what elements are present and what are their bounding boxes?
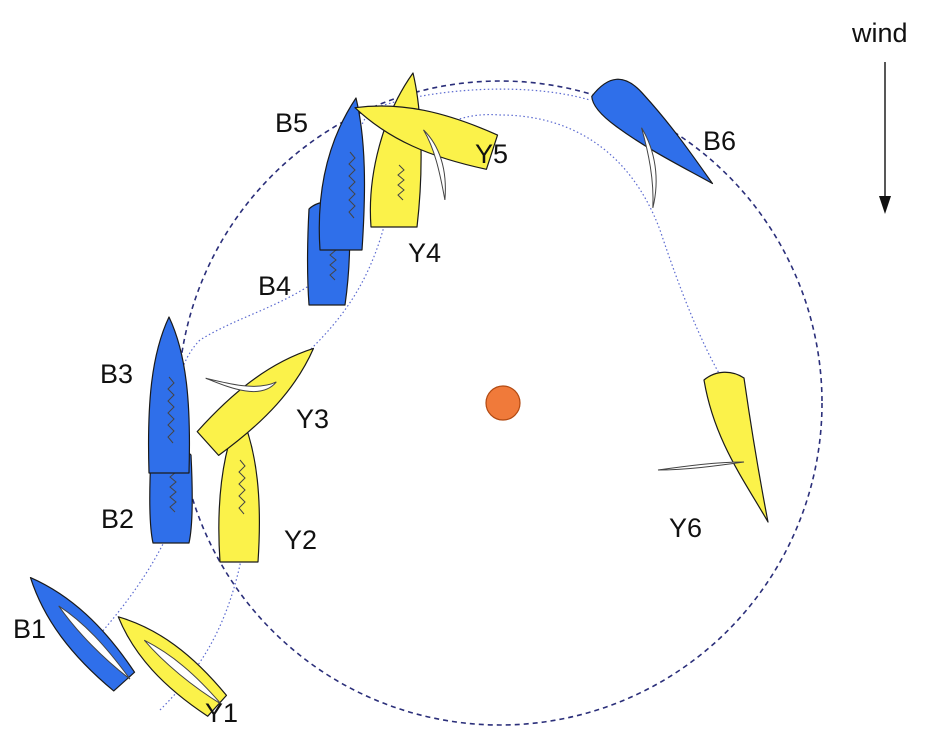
yellow-boat-track: [159, 114, 721, 711]
boat-y1: [117, 616, 228, 717]
boat-label-y4: Y4: [408, 238, 441, 268]
boat-y5: [354, 105, 499, 201]
boat-label-b4: B4: [258, 271, 291, 301]
boat-label-b5: B5: [275, 108, 308, 138]
boat-b5: [318, 97, 366, 251]
boat-y6: [657, 371, 769, 523]
boat-label-y2: Y2: [284, 525, 317, 555]
boat-y3: [196, 347, 315, 456]
mark-buoy: [485, 385, 521, 421]
boat-label-y5: Y5: [475, 139, 508, 169]
wind-label: wind: [851, 18, 908, 48]
wind-arrow-icon: [879, 62, 891, 214]
boat-label-y1: Y1: [205, 698, 238, 728]
boat-b1: [29, 576, 136, 692]
boat-y4: [369, 72, 422, 228]
boat-b6: [591, 78, 714, 209]
boat-y2: [218, 411, 261, 563]
boat-label-y6: Y6: [669, 513, 702, 543]
boat-label-b1: B1: [13, 614, 46, 644]
boat-label-b3: B3: [100, 359, 133, 389]
boat-label-b2: B2: [101, 504, 134, 534]
boat-b3: [147, 316, 191, 474]
boat-label-b6: B6: [703, 126, 736, 156]
boat-label-y3: Y3: [296, 404, 329, 434]
